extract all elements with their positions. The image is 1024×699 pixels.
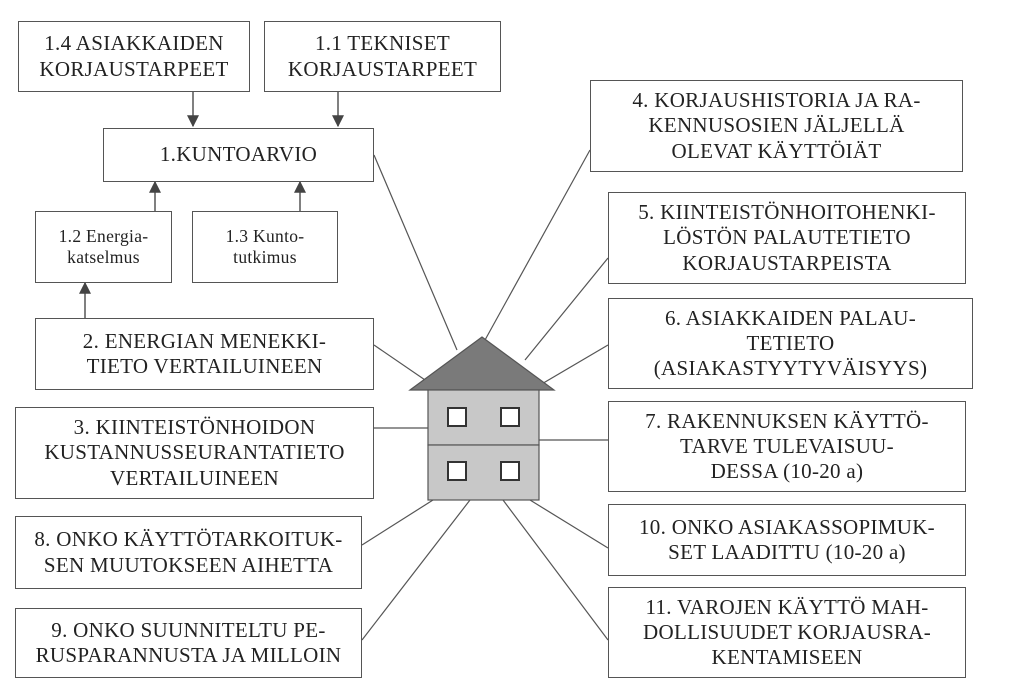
house-window <box>447 461 467 481</box>
house-wall-lower <box>427 444 540 501</box>
box-asiakkaiden-palautetieto: 6. ASIAKKAIDEN PALAU-TETIETO(ASIAKASTYYT… <box>608 298 973 389</box>
box-energiakatselmus: 1.2 Energia-katselmus <box>35 211 172 283</box>
box-korjaushistoria: 4. KORJAUSHISTORIA JA RA-KENNUSOSIEN JÄL… <box>590 80 963 172</box>
house-roof <box>408 336 556 391</box>
box-perusparannus: 9. ONKO SUUNNITELTU PE-RUSPARANNUSTA JA … <box>15 608 362 678</box>
box-varojen-kaytto: 11. VAROJEN KÄYTTÖ MAH-DOLLISUUDET KORJA… <box>608 587 966 678</box>
box-asiakassopimukset: 10. ONKO ASIAKASSOPIMUK-SET LAADITTU (10… <box>608 504 966 576</box>
box-energian-menekkitieto: 2. ENERGIAN MENEKKI-TIETO VERTAILUINEEN <box>35 318 374 390</box>
box-kiinteistonhoitohenkilosto: 5. KIINTEISTÖNHOITOHENKI-LÖSTÖN PALAUTET… <box>608 192 966 284</box>
box-kuntoarvio: 1.KUNTOARVIO <box>103 128 374 182</box>
box-kuntotutkimus: 1.3 Kunto-tutkimus <box>192 211 338 283</box>
box-kayttotarve-tulevaisuudessa: 7. RAKENNUKSEN KÄYTTÖ-TARVE TULEVAISUU-D… <box>608 401 966 492</box>
house-window <box>500 407 520 427</box>
house-window <box>500 461 520 481</box>
house-wall-upper <box>427 389 540 446</box>
box-kayttotarkoituksen-muutos: 8. ONKO KÄYTTÖTARKOITUK-SEN MUUTOKSEEN A… <box>15 516 362 589</box>
house-icon <box>408 336 556 501</box>
spoke-lines <box>361 149 609 641</box>
house-window <box>447 407 467 427</box>
